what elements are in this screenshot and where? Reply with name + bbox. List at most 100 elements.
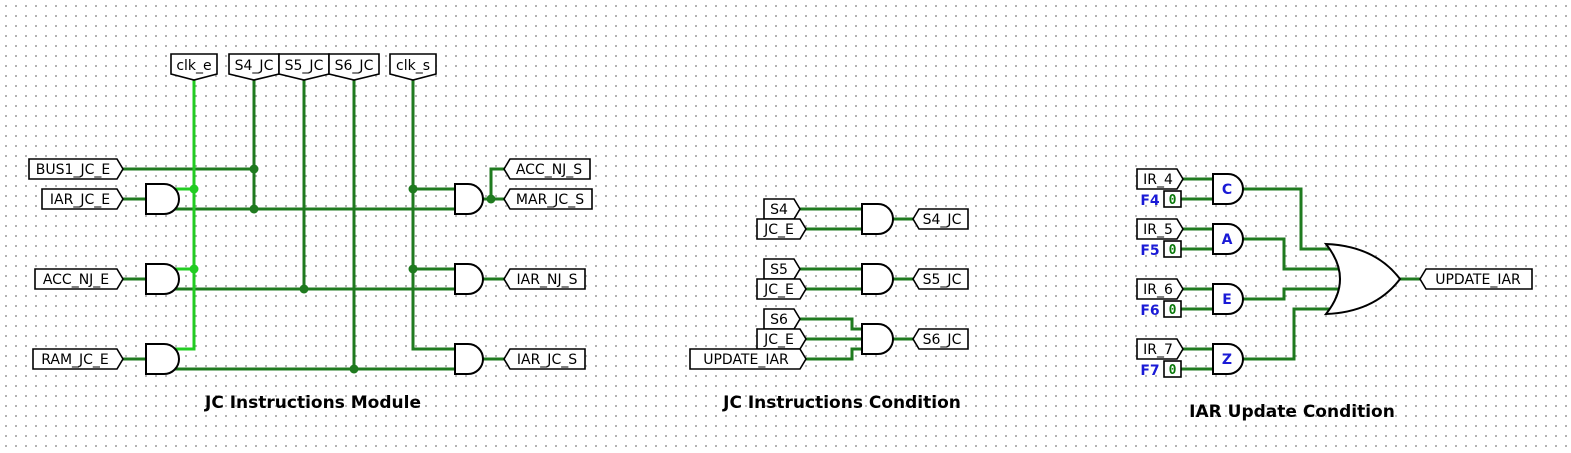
module-title: JC Instructions Module (204, 393, 421, 413)
pin-label: S5_JC (923, 272, 962, 288)
pin-label: S5 (770, 262, 788, 278)
pin-label: BUS1_JC_E (36, 162, 110, 178)
tunnel-pin-s5-jc-out[interactable]: S5_JC (912, 268, 969, 290)
tunnel-pin-mar-jc-s[interactable]: MAR_JC_S (503, 188, 593, 210)
constant-value: 0 (1169, 303, 1177, 318)
tunnel-pin-jc-e[interactable]: JC_E (756, 278, 807, 300)
tunnel-pin-s4[interactable]: S4 (763, 198, 801, 220)
junction-dot (249, 164, 259, 174)
and-gate[interactable] (861, 203, 894, 235)
pin-label: JC_E (763, 222, 794, 238)
pin-label: UPDATE_IAR (1435, 272, 1521, 288)
and-gate[interactable] (1212, 343, 1244, 375)
gate-label: E (1222, 292, 1232, 308)
tunnel-pin-s6[interactable]: S6 (763, 308, 801, 330)
gate-label: C (1222, 182, 1232, 198)
junction-dot (349, 364, 359, 374)
pin-label: IR_4 (1143, 172, 1173, 188)
tunnel-pin-jc-e[interactable]: JC_E (756, 218, 807, 240)
jc-instructions-module: clk_e S4_JC S5_JC S6_JC clk_s BUS1_JC_E … (28, 53, 593, 413)
and-gate[interactable] (454, 183, 484, 215)
pin-label: IR_6 (1143, 282, 1173, 298)
pin-label: JC_E (763, 332, 794, 348)
junction-dot (299, 284, 309, 294)
tunnel-pin-ir-4[interactable]: IR_4 (1136, 168, 1184, 190)
and-gate[interactable] (454, 343, 484, 375)
tunnel-pin-ir-6[interactable]: IR_6 (1136, 278, 1184, 300)
and-gate[interactable] (454, 263, 484, 295)
constant-pin-f6[interactable]: 0 (1163, 300, 1182, 318)
pin-label: clk_s (396, 58, 430, 74)
constant-value: 0 (1169, 193, 1177, 208)
and-gate[interactable] (145, 343, 180, 375)
tunnel-pin-iar-nj-s[interactable]: IAR_NJ_S (503, 268, 586, 290)
pin-label: IR_5 (1143, 222, 1173, 238)
or-gate[interactable] (1323, 242, 1402, 316)
flag-label: F4 (1140, 193, 1160, 209)
pin-label: S6 (770, 312, 788, 328)
tunnel-pin-clk-s[interactable]: clk_s (389, 53, 437, 81)
iar-title: IAR Update Condition (1189, 402, 1395, 422)
tunnel-pin-ir-7[interactable]: IR_7 (1136, 338, 1184, 360)
junction-dot (408, 184, 418, 194)
tunnel-pin-acc-nj-s[interactable]: ACC_NJ_S (503, 158, 591, 180)
flag-label: F7 (1140, 363, 1159, 379)
constant-value: 0 (1169, 243, 1177, 258)
tunnel-pin-update-iar-out[interactable]: UPDATE_IAR (1419, 268, 1533, 290)
pin-label: RAM_JC_E (41, 352, 109, 368)
junction-dot (189, 184, 199, 194)
constant-pin-f4[interactable]: 0 (1163, 190, 1182, 208)
iar-update-condition: C A E Z IR_4 IR_5 IR_6 IR_7 F4 F5 F6 F7 … (1136, 168, 1533, 422)
junction-dot (249, 204, 259, 214)
condition-title: JC Instructions Condition (722, 393, 961, 413)
gate-label: A (1222, 232, 1233, 248)
pin-label: S5_JC (285, 58, 324, 74)
tunnel-pin-s4-jc[interactable]: S4_JC (228, 53, 280, 81)
pin-label: clk_e (176, 58, 211, 74)
and-gate[interactable] (145, 183, 180, 215)
tunnel-pin-s5[interactable]: S5 (763, 258, 801, 280)
jc-instructions-condition: S4 JC_E S5 JC_E S6 JC_E UPDATE_IAR (689, 198, 969, 413)
pin-label: S4_JC (923, 212, 962, 228)
tunnel-pin-s5-jc[interactable]: S5_JC (278, 53, 330, 81)
pin-label: S6_JC (923, 332, 962, 348)
pin-label: S4_JC (235, 58, 274, 74)
gate-label: Z (1222, 352, 1232, 368)
tunnel-pin-bus1-jc-e[interactable]: BUS1_JC_E (28, 158, 124, 180)
pin-label: IAR_NJ_S (517, 272, 578, 288)
tunnel-pin-ram-jc-e[interactable]: RAM_JC_E (32, 348, 124, 370)
and-gate[interactable] (1212, 223, 1244, 255)
constant-value: 0 (1169, 363, 1177, 378)
constant-pin-f5[interactable]: 0 (1163, 240, 1182, 258)
flag-label: F6 (1140, 303, 1159, 319)
pin-label: S4 (770, 202, 788, 218)
and-gate[interactable] (145, 263, 180, 295)
tunnel-pin-ir-5[interactable]: IR_5 (1136, 218, 1184, 240)
and-gate[interactable] (861, 263, 894, 295)
junction-dot (189, 264, 199, 274)
tunnel-pin-clk-e[interactable]: clk_e (170, 53, 218, 81)
tunnel-pin-update-iar[interactable]: UPDATE_IAR (689, 348, 807, 370)
and-gate[interactable] (1212, 283, 1244, 315)
pin-label: JC_E (763, 282, 794, 298)
tunnel-pin-jc-e[interactable]: JC_E (756, 328, 807, 350)
pin-label: IR_7 (1143, 342, 1173, 358)
tunnel-pin-s6-jc[interactable]: S6_JC (328, 53, 380, 81)
constant-pin-f7[interactable]: 0 (1163, 360, 1182, 378)
tunnel-pin-s4-jc-out[interactable]: S4_JC (912, 208, 969, 230)
pin-label: UPDATE_IAR (703, 352, 789, 368)
pin-label: MAR_JC_S (516, 192, 584, 208)
tunnel-pin-acc-nj-e[interactable]: ACC_NJ_E (34, 268, 124, 290)
junction-dot (408, 264, 418, 274)
tunnel-pin-iar-jc-s[interactable]: IAR_JC_S (503, 348, 586, 370)
and-gate[interactable] (1212, 173, 1244, 205)
tunnel-pin-iar-jc-e[interactable]: IAR_JC_E (41, 188, 124, 210)
junction-dot (486, 194, 496, 204)
tunnel-pin-s6-jc-out[interactable]: S6_JC (912, 328, 969, 350)
pin-label: S6_JC (335, 58, 374, 74)
pin-label: ACC_NJ_S (516, 162, 582, 178)
pin-label: IAR_JC_E (50, 192, 110, 208)
pin-label: IAR_JC_S (517, 352, 577, 368)
and-gate[interactable] (861, 323, 894, 355)
